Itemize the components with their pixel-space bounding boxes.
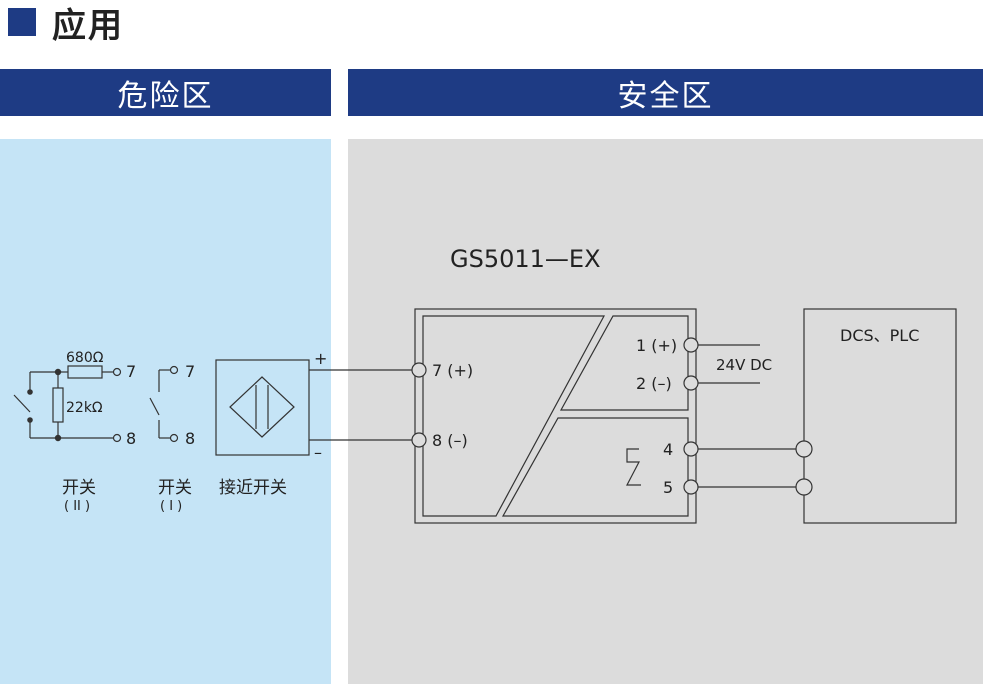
terminal-7-icon <box>411 362 427 378</box>
switch-i-terminal-8: 8 <box>185 429 195 448</box>
resistor-680-icon <box>67 365 103 379</box>
hazardous-zone-area <box>0 139 331 684</box>
device-model-label: GS5011—EX <box>450 245 601 273</box>
section-marker-icon <box>8 8 36 36</box>
terminal-5-label: 5 <box>663 478 673 497</box>
safe-zone-header: 安全区 <box>348 69 983 116</box>
relay-contact-icon <box>626 448 641 486</box>
switch-ii-label: 开关 <box>62 478 96 498</box>
terminal-2-icon <box>683 375 699 391</box>
safe-zone-area <box>348 139 983 684</box>
terminal-1-label: 1 (+) <box>636 336 677 355</box>
switch-ii-terminal-8: 8 <box>126 429 136 448</box>
proximity-minus-label: – <box>314 443 322 462</box>
switch-i-terminal-7: 7 <box>185 362 195 381</box>
switch-ii-terminal-7: 7 <box>126 362 136 381</box>
section-title: 应用 <box>52 6 124 46</box>
isolator-device <box>414 308 697 524</box>
switch-ii-sub: ( II ) <box>64 499 90 514</box>
switch-i-label: 开关 <box>158 478 192 498</box>
supply-voltage-label: 24V DC <box>716 356 772 374</box>
controller-terminal-b-icon <box>795 478 813 496</box>
terminal-4-icon <box>683 441 699 457</box>
device-supply-section <box>559 315 689 411</box>
proximity-switch-label: 接近开关 <box>219 478 287 498</box>
controller-box <box>803 308 957 524</box>
proximity-plus-label: + <box>314 349 327 368</box>
switch-i-sub: ( I ) <box>160 499 182 514</box>
hazardous-zone-header: 危险区 <box>0 69 331 116</box>
terminal-8-label: 8 (–) <box>432 431 468 450</box>
terminal-4-label: 4 <box>663 440 673 459</box>
terminal-5-icon <box>683 479 699 495</box>
terminal-8-icon <box>411 432 427 448</box>
device-output-section <box>501 417 689 517</box>
controller-label: DCS、PLC <box>840 326 919 345</box>
resistor-22k-icon <box>52 387 64 423</box>
switch-i-symbol <box>149 365 179 443</box>
proximity-switch-symbol <box>215 359 310 456</box>
resistor-22k-label: 22kΩ <box>66 400 103 416</box>
device-input-section <box>422 315 606 517</box>
terminal-2-label: 2 (–) <box>636 374 672 393</box>
resistor-680-label: 680Ω <box>66 350 104 366</box>
terminal-1-icon <box>683 337 699 353</box>
controller-terminal-a-icon <box>795 440 813 458</box>
terminal-7-label: 7 (+) <box>432 361 473 380</box>
